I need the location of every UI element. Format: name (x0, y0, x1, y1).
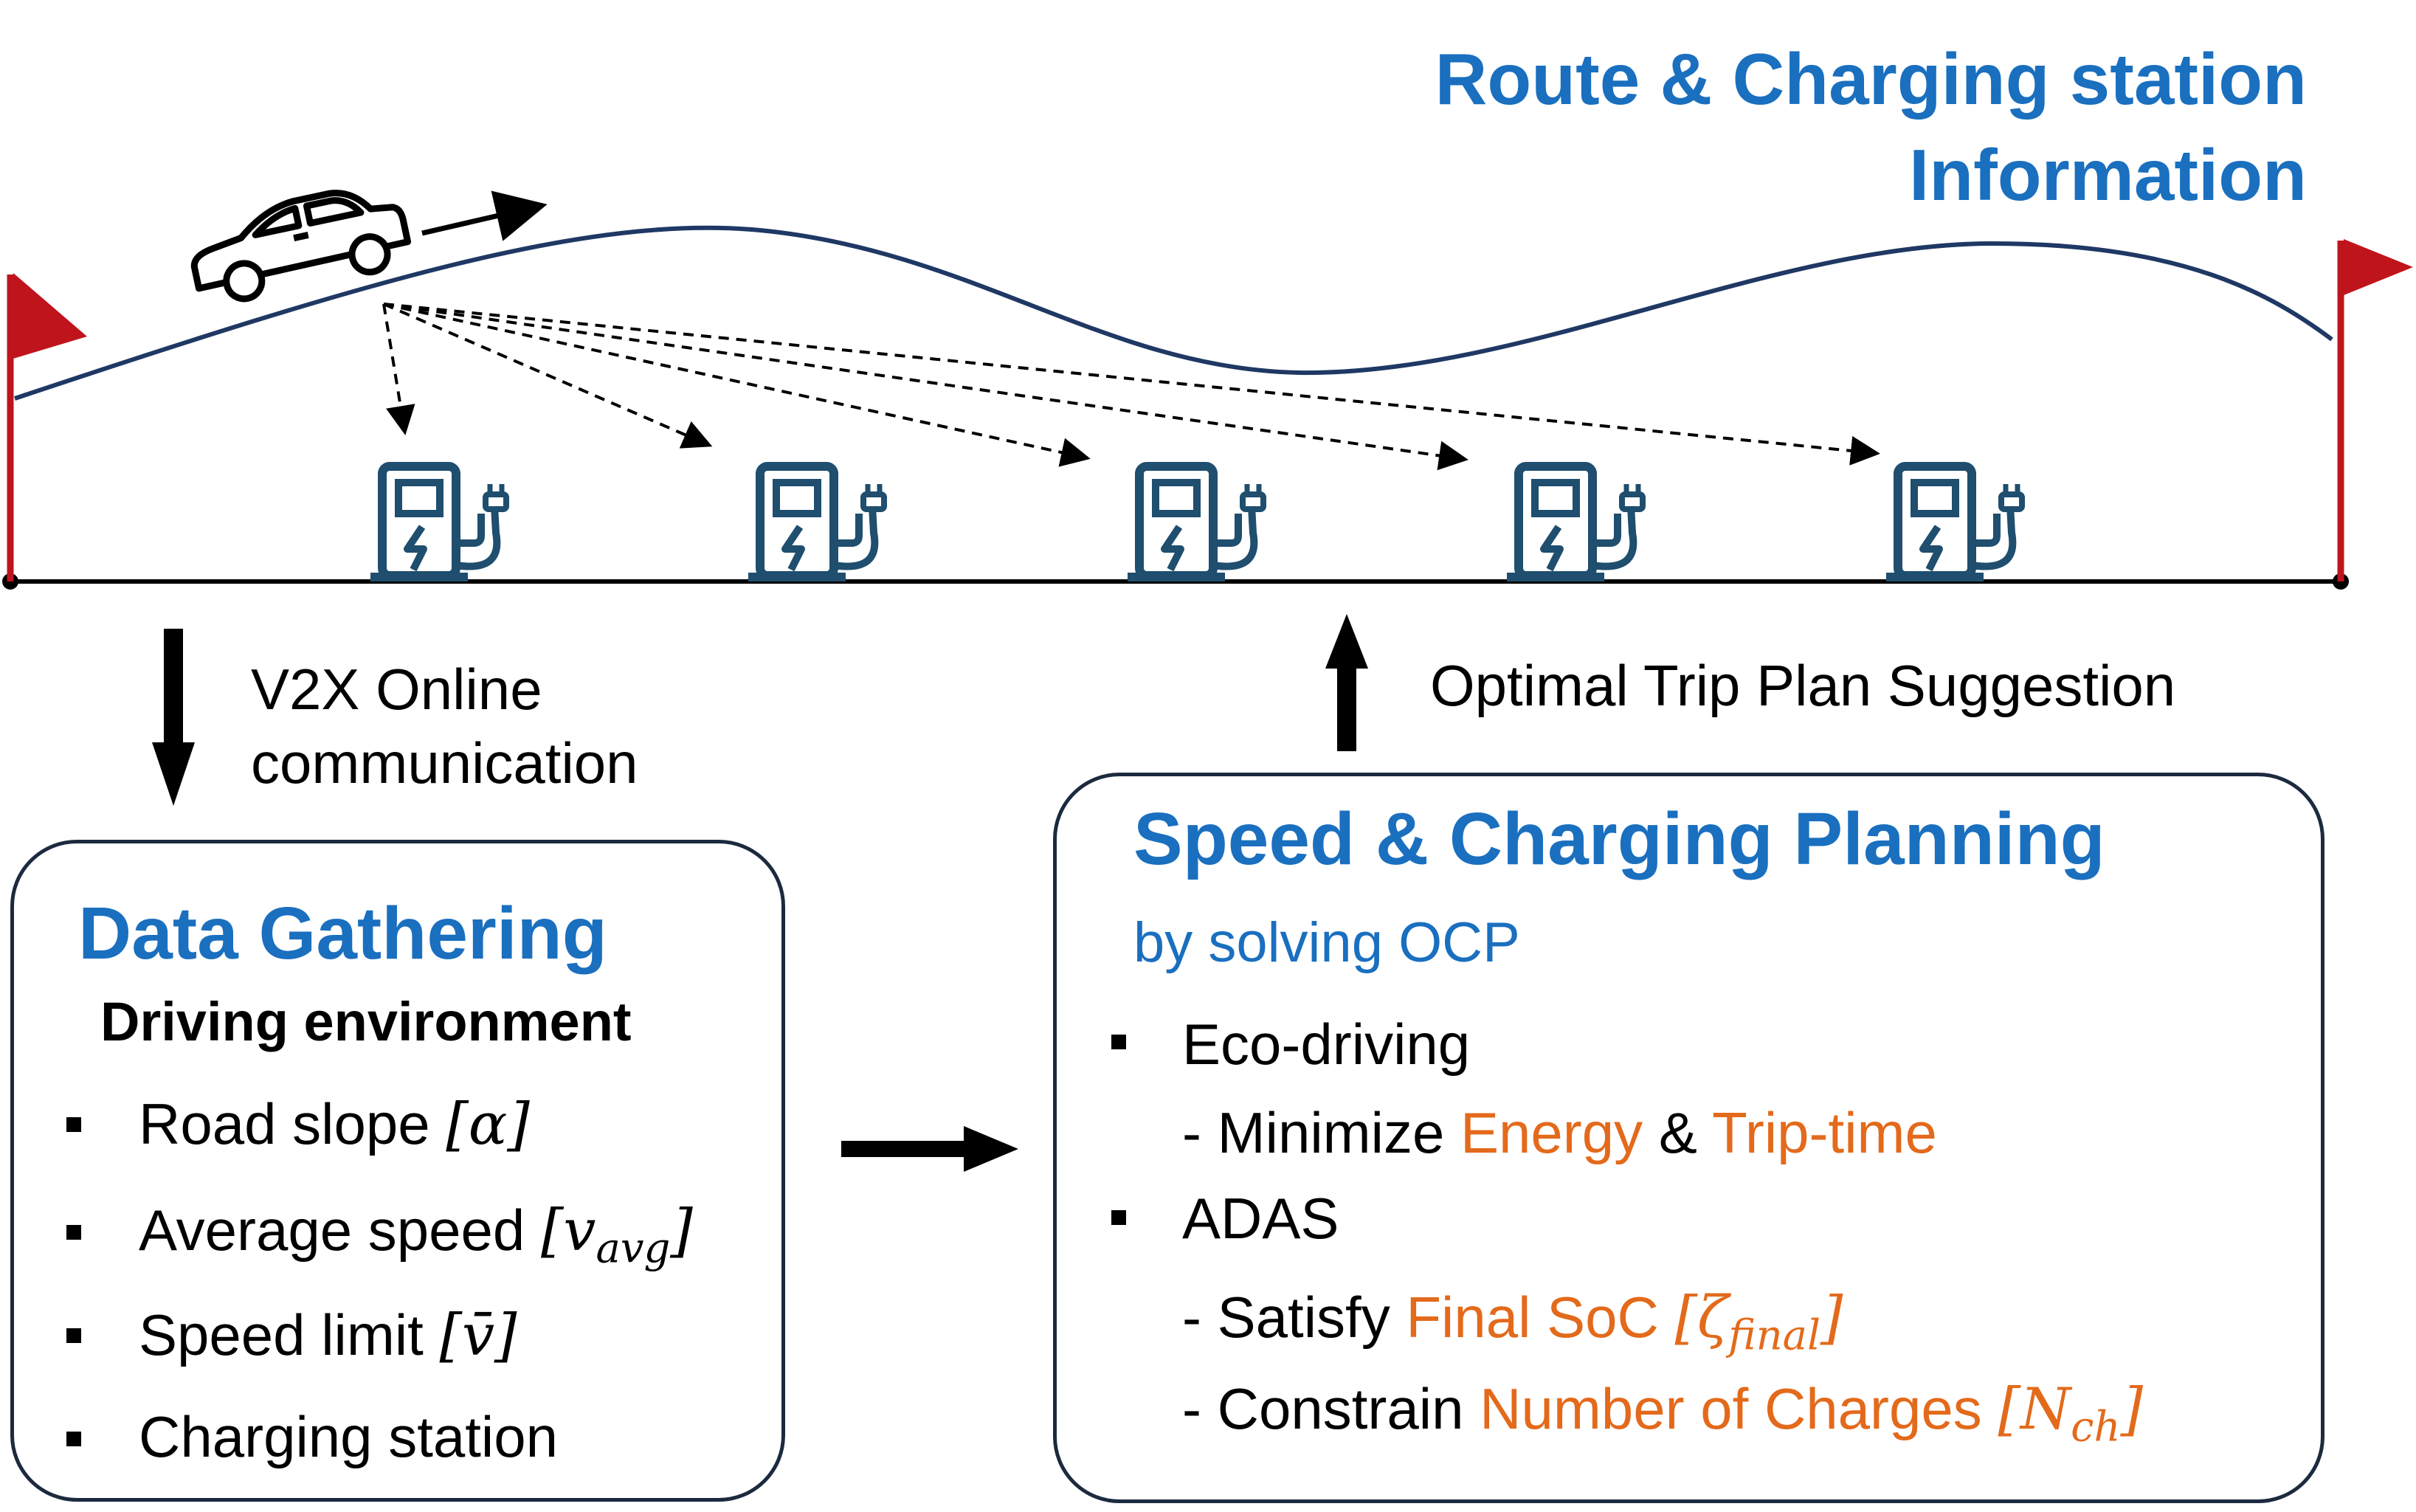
v2x-link-arrows (382, 303, 1880, 471)
item-average-speed-sub: avg (596, 1224, 671, 1273)
finish-flag-icon (2337, 239, 2413, 581)
road-elevation-curve (14, 225, 2333, 401)
num-charges-term: Number of Charges (1480, 1376, 1998, 1441)
data-gathering-title: Data Gathering (78, 892, 607, 975)
item-road-slope: Road slope [α] (139, 1091, 530, 1158)
route-info-title-line1: Route & Charging station (1435, 38, 2307, 120)
num-charges-math: [N (1998, 1376, 2071, 1443)
energy-term: Energy (1460, 1100, 1643, 1165)
charging-station-icon (1886, 466, 2022, 581)
eco-driving-detail: - Minimize Energy & Trip-time (1182, 1100, 1937, 1167)
start-flag-icon (7, 273, 87, 581)
bullet-icon (66, 1117, 81, 1132)
item-road-slope-text: Road slope (139, 1091, 446, 1156)
planning-title: Speed & Charging Planning (1133, 798, 2105, 880)
trip-time-term: Trip-time (1712, 1100, 1937, 1165)
item-average-speed-math-end: ] (670, 1198, 693, 1264)
amp-separator: & (1643, 1100, 1713, 1165)
num-charges-sub: ch (2071, 1403, 2121, 1451)
adas-constrain-line: - Constrain Number of Charges [Nch] (1182, 1375, 2143, 1451)
right-arrow-icon (841, 1126, 1018, 1172)
up-arrow-icon (1325, 614, 1368, 751)
satisfy-prefix: - Satisfy (1182, 1285, 1407, 1350)
adas-satisfy-line: - Satisfy Final SoC [ζfinal] (1182, 1284, 1843, 1360)
final-soc-term: Final SoC (1406, 1285, 1675, 1350)
planning-box (1053, 773, 2324, 1503)
item-charging-station-text: Charging station (139, 1404, 559, 1469)
bullet-icon (66, 1328, 81, 1343)
item-charging-station: Charging station (139, 1404, 558, 1471)
num-charges-math-end: ] (2120, 1376, 2144, 1443)
item-speed-limit: Speed limit [v̄] (139, 1302, 517, 1369)
item-average-speed-math: [v (540, 1198, 596, 1264)
v2x-label: V2X Online communication (251, 652, 638, 800)
eco-driving-label: Eco-driving (1182, 1012, 1471, 1077)
v2x-label-line2: communication (251, 731, 638, 795)
charging-station-icon (1507, 466, 1643, 581)
item-average-speed: Average speed [vavg] (139, 1197, 693, 1273)
item-average-speed-text: Average speed (139, 1198, 541, 1263)
eco-detail-prefix: - Minimize (1182, 1100, 1461, 1165)
final-soc-math: [ζ (1674, 1285, 1729, 1351)
car-icon (190, 190, 412, 303)
down-arrow-icon (152, 629, 195, 806)
charging-station-icon (370, 466, 506, 581)
adas-label: ADAS (1182, 1186, 1339, 1251)
final-soc-math-end: ] (1820, 1285, 1843, 1351)
car-direction-arrow (421, 190, 548, 241)
constrain-prefix: - Constrain (1182, 1376, 1480, 1441)
charging-station-icon (748, 466, 884, 581)
item-speed-limit-math: [v̄] (439, 1302, 517, 1369)
bullet-icon (1111, 1035, 1126, 1049)
item-road-slope-math: [α] (446, 1091, 530, 1158)
route-info-title-line2: Information (1909, 134, 2307, 215)
v2x-label-line1: V2X Online (251, 657, 542, 722)
bullet-icon (1111, 1210, 1126, 1225)
optimal-plan-label: Optimal Trip Plan Suggestion (1430, 653, 2176, 718)
item-speed-limit-text: Speed limit (139, 1302, 440, 1367)
route-info-title: Route & Charging station Information (1435, 31, 2307, 223)
planning-subtitle: by solving OCP (1133, 911, 1520, 974)
final-soc-sub: final (1728, 1311, 1820, 1360)
data-gathering-box (10, 840, 785, 1502)
driving-environment-subtitle: Driving environment (100, 991, 632, 1052)
charging-station-icon (1128, 466, 1263, 581)
bullet-icon (66, 1432, 81, 1446)
bullet-icon (66, 1225, 81, 1240)
